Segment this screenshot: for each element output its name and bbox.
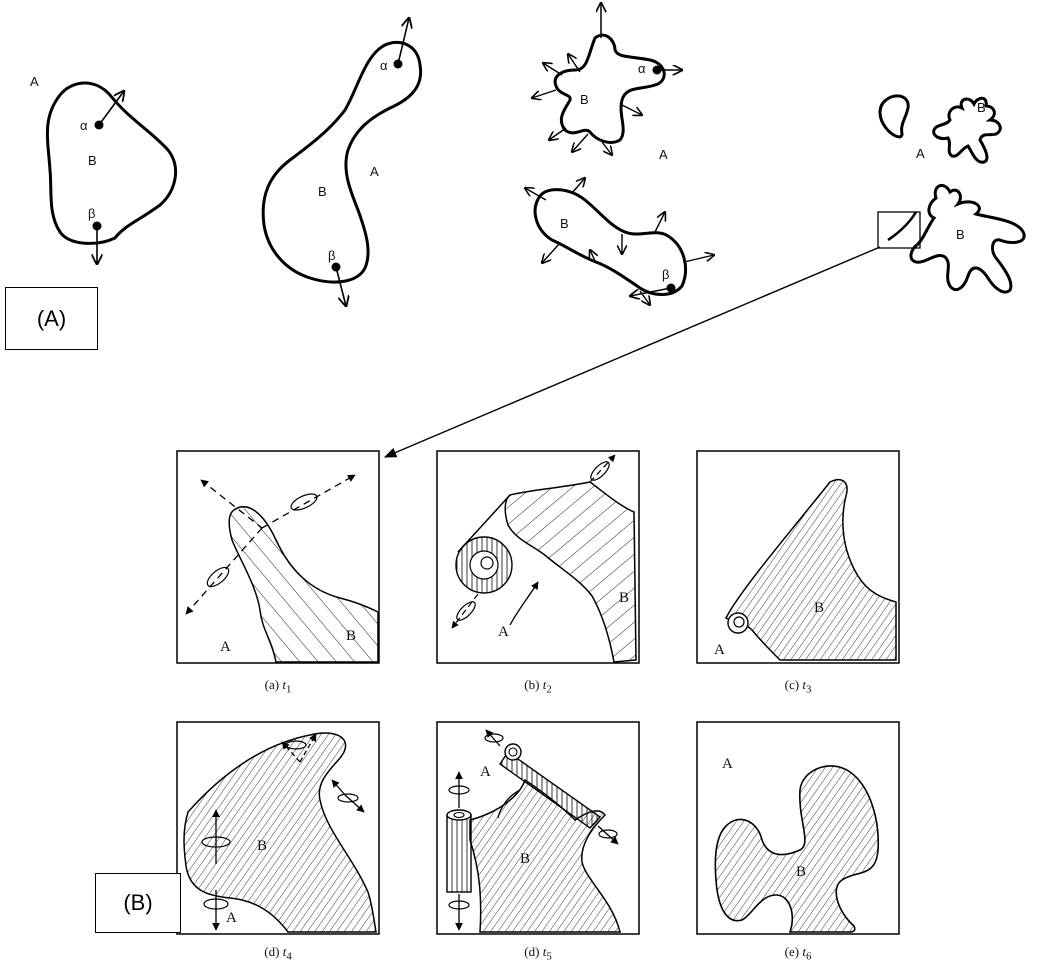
- region-b-label: B: [796, 864, 806, 880]
- caption-t5: (d) t5: [524, 944, 552, 963]
- alpha-label: α: [80, 118, 88, 133]
- region-a-label: A: [714, 642, 725, 658]
- caption-t4: (d) t4: [264, 944, 292, 963]
- zoom-box: [877, 211, 921, 249]
- part-a-sketch-1: A α B β: [30, 74, 177, 264]
- panel-t5: A B: [436, 721, 640, 935]
- region-b-label: B: [977, 100, 986, 115]
- part-a-sketch-2: α B A β: [261, 18, 423, 306]
- caption-t1: (a) t1: [264, 677, 292, 696]
- region-a-label: A: [916, 146, 925, 161]
- panel-label-a: (A): [5, 287, 98, 350]
- alpha-label: α: [638, 61, 646, 76]
- region-b-label: B: [520, 851, 530, 867]
- region-a-label: A: [370, 164, 379, 179]
- region-b-label: B: [619, 590, 629, 606]
- region-a-label: A: [722, 756, 733, 772]
- region-b-label: B: [346, 628, 356, 644]
- part-a-sketch-4: B β: [525, 178, 714, 305]
- panel-t2: A B: [436, 450, 640, 664]
- panel-t4: B A: [176, 721, 380, 935]
- region-a-label: A: [659, 147, 668, 162]
- region-a-label: A: [480, 764, 491, 780]
- region-b-label: B: [814, 600, 824, 616]
- beta-label: β: [328, 248, 335, 263]
- panel-label-b: (B): [95, 873, 181, 933]
- region-b-label: B: [88, 153, 97, 168]
- region-b-label: B: [580, 92, 589, 107]
- region-b-label: B: [560, 216, 569, 231]
- caption-t3: (c) t3: [784, 677, 812, 696]
- zoom-arrow: [383, 246, 881, 458]
- region-a-label: A: [498, 624, 509, 640]
- part-a-sketch-3: α B A: [532, 3, 682, 162]
- beta-label: β: [88, 206, 95, 221]
- region-b-label: B: [956, 227, 965, 242]
- panel-t3: A B: [696, 450, 900, 664]
- region-a-label: A: [30, 74, 39, 89]
- caption-t2: (b) t2: [524, 677, 552, 696]
- caption-t6: (e) t6: [784, 944, 812, 963]
- region-b-label: B: [257, 838, 267, 854]
- panel-t1: A B: [176, 450, 380, 664]
- region-a-label: A: [226, 910, 237, 926]
- alpha-label: α: [380, 58, 388, 73]
- panel-t6: A B: [696, 721, 900, 935]
- region-b-label: B: [318, 184, 327, 199]
- beta-label: β: [662, 267, 669, 282]
- region-a-label: A: [220, 639, 231, 655]
- part-a-sketch-5: B A B: [877, 94, 1026, 294]
